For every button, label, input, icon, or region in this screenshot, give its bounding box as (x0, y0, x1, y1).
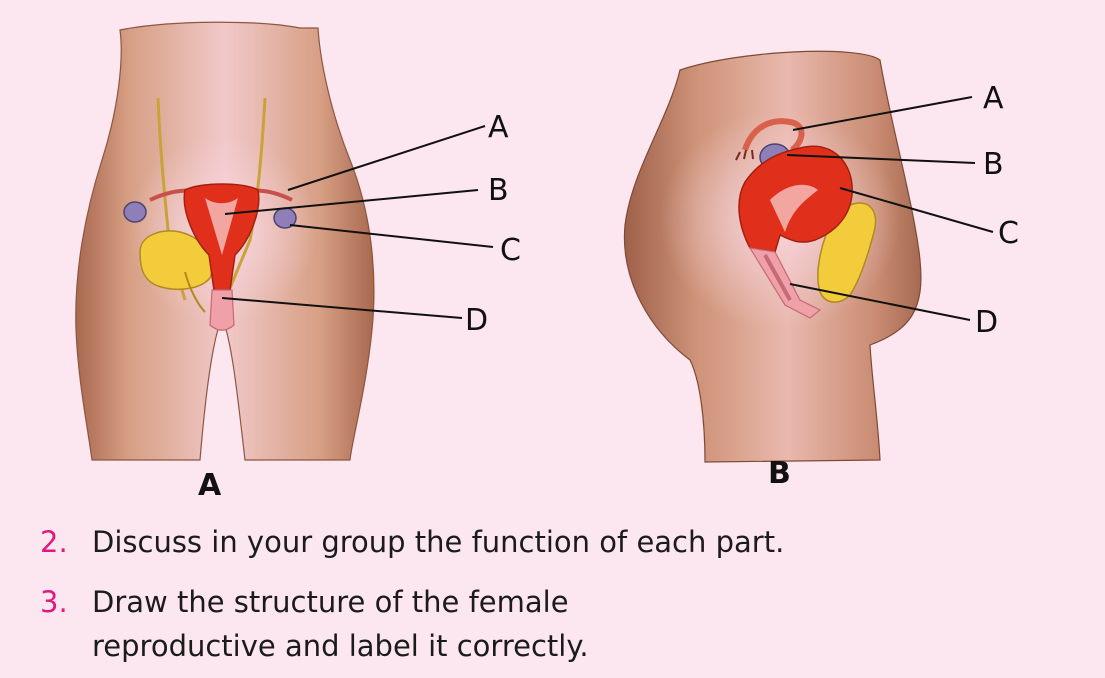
question-text: Discuss in your group the function of ea… (92, 520, 1072, 564)
figure-area: A B C D A B C D (0, 0, 1105, 510)
figure-a-front-view (76, 22, 493, 460)
figure-a-label-c: C (500, 233, 521, 268)
question-text: Draw the structure of the female reprodu… (92, 580, 752, 668)
figure-b-label-b: B (983, 147, 1004, 182)
figure-a-caption: A (198, 468, 221, 503)
reproductive-system-illustration: A B C D A B C D (0, 0, 1105, 510)
figure-b-side-view (624, 51, 993, 462)
figure-b-label-d: D (975, 305, 998, 340)
figure-b-caption: B (768, 456, 791, 491)
figure-b-label-a: A (983, 81, 1004, 116)
figure-a-label-b: B (488, 173, 509, 208)
question-number: 3. (40, 580, 68, 624)
figure-b-label-c: C (998, 216, 1019, 251)
figure-a-label-d: D (465, 303, 488, 338)
figure-a-label-a: A (488, 110, 509, 145)
question-number: 2. (40, 520, 68, 564)
